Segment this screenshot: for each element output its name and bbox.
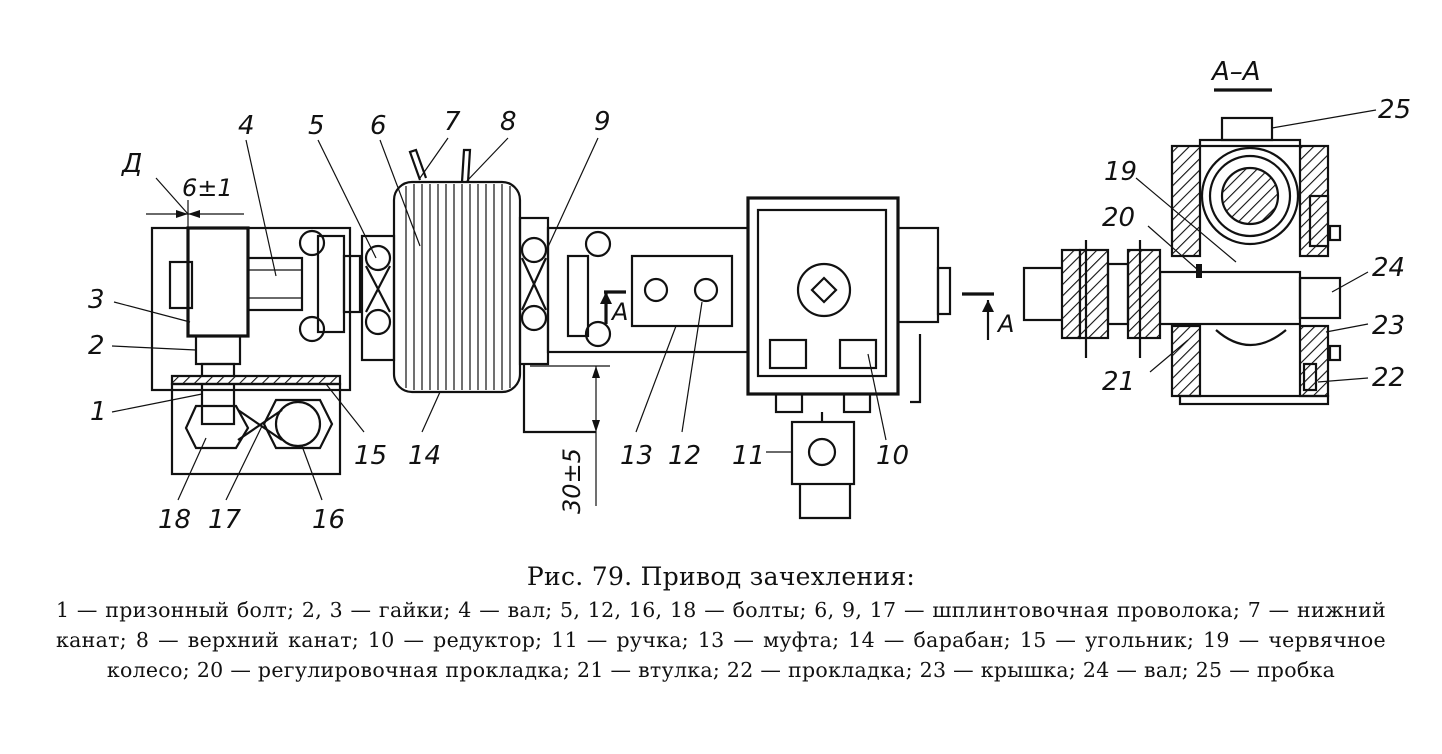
cable-7 <box>408 148 428 181</box>
callout-22: 22 <box>1372 363 1405 393</box>
left-bracket <box>150 226 352 392</box>
callout-21: 21 <box>1102 367 1135 397</box>
callout-17: 17 <box>208 505 242 535</box>
callout-7: 7 <box>444 107 461 137</box>
gasket-22 <box>1302 362 1318 392</box>
cable-8 <box>460 148 472 183</box>
section-title: А–А <box>1210 57 1261 87</box>
callout-11: 11 <box>732 441 765 471</box>
callout-23: 23 <box>1372 311 1405 341</box>
leader-lines <box>111 109 1377 506</box>
housing-left-wall <box>1170 144 1202 258</box>
callout-24: 24 <box>1372 253 1405 283</box>
callout-15: 15 <box>354 441 387 471</box>
callout-18: 18 <box>158 505 191 535</box>
callout-20: 20 <box>1102 203 1135 233</box>
dim-gap-label: 6±1 <box>182 174 233 202</box>
main-assembly <box>150 148 994 520</box>
callout-19: 19 <box>1104 157 1137 187</box>
drum-grooves <box>405 184 511 390</box>
callout-6: 6 <box>370 111 387 141</box>
plug-25 <box>1220 116 1274 142</box>
reducer-bolt-left <box>768 338 808 370</box>
bolt-1 <box>200 362 236 426</box>
dim-height-label: 30±5 <box>558 448 586 514</box>
bolt-12-a <box>643 277 669 303</box>
figure-legend: 1 — призонный болт; 2, 3 — гайки; 4 — ва… <box>56 598 1386 682</box>
nut-2 <box>194 334 242 366</box>
nut-3 <box>186 226 250 338</box>
callout-12: 12 <box>668 441 701 471</box>
view-label-d: Д <box>121 149 142 179</box>
bolt-12-b <box>693 277 719 303</box>
lower-bracket <box>170 382 342 476</box>
callout-labels: Д 6±1 30±5 А–А А А 1 2 3 4 5 6 7 8 9 10 … <box>88 57 1411 535</box>
bolt-18-head <box>184 404 250 450</box>
shaft-4 <box>168 260 194 310</box>
bolt-5-lower <box>298 315 326 343</box>
callout-3: 3 <box>88 285 105 315</box>
section-mark-a-right: А <box>996 310 1014 338</box>
gasket-20 <box>1196 264 1202 278</box>
drum-14 <box>392 180 522 394</box>
callout-2: 2 <box>88 331 105 361</box>
lockwire-17 <box>237 409 283 441</box>
figure-title: Рис. 79. Привод зачехления: <box>526 562 916 591</box>
callout-8: 8 <box>500 107 517 137</box>
sleeve-21 <box>1170 324 1202 398</box>
angle-15 <box>170 374 342 386</box>
bolt-16-head <box>274 400 322 448</box>
section-a-a <box>1022 88 1342 406</box>
section-mark-a-left: А <box>610 298 628 326</box>
shaft-4-body <box>246 256 304 312</box>
bearing-right <box>518 216 550 366</box>
callout-13: 13 <box>620 441 653 471</box>
mechanism-drawing: Д 6±1 30±5 А–А А А 1 2 3 4 5 6 7 8 9 10 … <box>88 57 1411 535</box>
shaft-24 <box>1158 270 1302 326</box>
reducer-plug <box>796 262 852 318</box>
callout-4: 4 <box>238 111 255 141</box>
bolt-5-upper <box>298 229 326 257</box>
callout-14: 14 <box>408 441 441 471</box>
callout-25: 25 <box>1378 95 1411 125</box>
cover-23 <box>1308 194 1330 248</box>
callout-9: 9 <box>594 107 611 137</box>
coupling-13 <box>630 254 734 328</box>
reducer-bolt-right <box>838 338 878 370</box>
callout-1: 1 <box>90 397 107 427</box>
callout-5: 5 <box>308 111 325 141</box>
worm-wheel-19 <box>1200 146 1300 246</box>
callout-10: 10 <box>876 441 909 471</box>
callout-16: 16 <box>312 505 345 535</box>
handle-11 <box>790 420 856 486</box>
figure-caption: Рис. 79. Привод зачехления: 1 — призонны… <box>0 562 1442 685</box>
